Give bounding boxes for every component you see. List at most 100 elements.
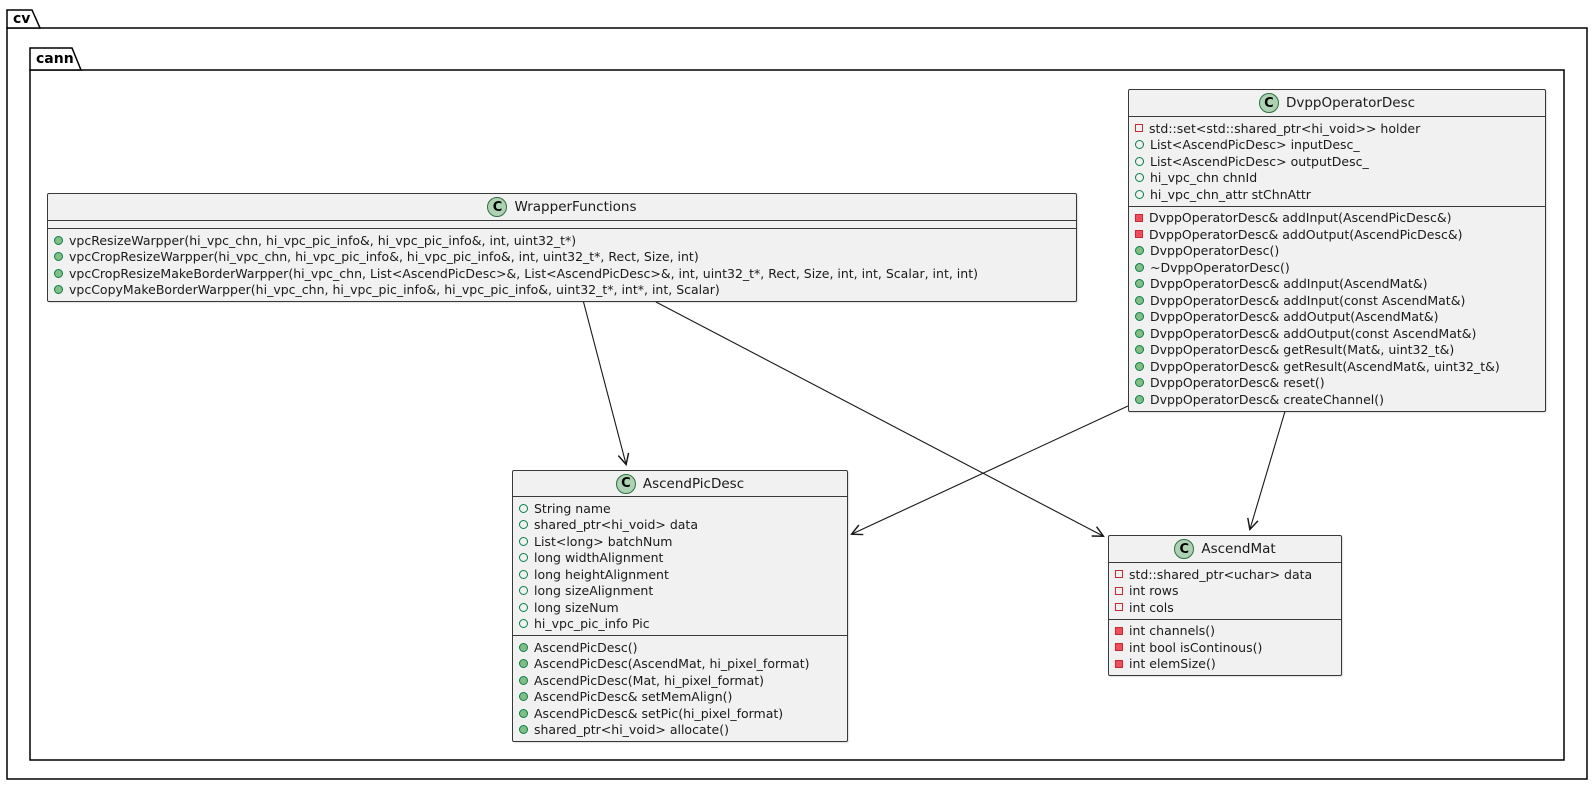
public-method-icon (519, 675, 528, 685)
methods-compartment: vpcResizeWarpper(hi_vpc_chn, hi_vpc_pic_… (48, 228, 1076, 301)
public-field-icon (1135, 173, 1144, 183)
member-row: shared_ptr<hi_void> allocate() (519, 722, 841, 739)
public-method-icon (1135, 279, 1144, 289)
class-title-text: WrapperFunctions (514, 199, 637, 215)
public-field-icon (519, 569, 528, 579)
public-method-icon (1135, 295, 1144, 305)
member-row: long widthAlignment (519, 550, 841, 567)
methods-compartment: AscendPicDesc()AscendPicDesc(AscendMat, … (513, 635, 847, 741)
member-text: long heightAlignment (534, 566, 669, 582)
member-text: vpcCropResizeWarpper(hi_vpc_chn, hi_vpc_… (69, 249, 699, 265)
member-row: std::set<std::shared_ptr<hi_void>> holde… (1135, 120, 1539, 137)
fields-compartment (48, 220, 1076, 228)
member-text: long widthAlignment (534, 550, 664, 566)
member-text: int channels() (1129, 623, 1215, 639)
member-row: AscendPicDesc() (519, 639, 841, 656)
member-text: DvppOperatorDesc& addInput(AscendPicDesc… (1149, 210, 1452, 226)
member-text: List<AscendPicDesc> inputDesc_ (1150, 137, 1360, 153)
private-field-icon (1115, 603, 1123, 612)
public-method-icon (1135, 328, 1144, 338)
member-row: AscendPicDesc& setPic(hi_pixel_format) (519, 705, 841, 722)
member-row: int channels() (1115, 623, 1335, 640)
member-row: DvppOperatorDesc& addOutput(const Ascend… (1135, 325, 1539, 342)
member-row: AscendPicDesc(Mat, hi_pixel_format) (519, 672, 841, 689)
member-row: hi_vpc_chn_attr stChnAttr (1135, 186, 1539, 203)
public-field-icon (1135, 156, 1144, 166)
member-row: DvppOperatorDesc& getResult(Mat&, uint32… (1135, 342, 1539, 359)
member-text: DvppOperatorDesc& addOutput(AscendMat&) (1150, 309, 1439, 325)
member-text: hi_vpc_pic_info Pic (534, 616, 650, 632)
public-method-icon (519, 708, 528, 718)
class-icon: C (615, 473, 636, 494)
package-cv-tab (6, 9, 42, 29)
member-text: DvppOperatorDesc& createChannel() (1150, 391, 1385, 407)
member-row: vpcResizeWarpper(hi_vpc_chn, hi_vpc_pic_… (54, 232, 1070, 249)
arrow-wrapperfunctions-to-ascendmat (655, 301, 1103, 536)
member-row: List<long> batchNum (519, 533, 841, 550)
member-row: String name (519, 500, 841, 517)
public-field-icon (519, 503, 528, 513)
public-method-icon (1135, 312, 1144, 322)
member-row: DvppOperatorDesc& addInput(AscendMat&) (1135, 276, 1539, 293)
member-row: DvppOperatorDesc& addOutput(AscendMat&) (1135, 309, 1539, 326)
member-row: DvppOperatorDesc& createChannel() (1135, 391, 1539, 408)
member-text: String name (534, 500, 611, 516)
class-title-text: DvppOperatorDesc (1285, 95, 1416, 111)
member-text: DvppOperatorDesc() (1150, 243, 1280, 259)
member-text: shared_ptr<hi_void> data (534, 517, 698, 533)
member-row: List<AscendPicDesc> outputDesc_ (1135, 153, 1539, 170)
public-method-icon (1135, 246, 1144, 256)
member-row: List<AscendPicDesc> inputDesc_ (1135, 137, 1539, 154)
fields-compartment: std::set<std::shared_ptr<hi_void>> holde… (1129, 116, 1545, 206)
member-text: AscendPicDesc() (534, 639, 638, 655)
public-method-icon (54, 268, 63, 278)
package-cann-label: cann (36, 51, 74, 67)
package-cann-tab (29, 47, 83, 71)
private-field-icon (1115, 570, 1123, 579)
class-icon: C (1258, 93, 1279, 113)
member-text: std::shared_ptr<uchar> data (1129, 566, 1313, 582)
member-row: vpcCropResizeMakeBorderWarpper(hi_vpc_ch… (54, 265, 1070, 282)
member-row: AscendPicDesc& setMemAlign() (519, 689, 841, 706)
member-text: ~DvppOperatorDesc() (1150, 259, 1290, 275)
member-row: ~DvppOperatorDesc() (1135, 259, 1539, 276)
public-field-icon (1135, 189, 1144, 199)
public-method-icon (54, 252, 63, 262)
public-method-icon (1135, 262, 1144, 272)
public-method-icon (1135, 394, 1144, 404)
member-row: DvppOperatorDesc() (1135, 243, 1539, 260)
public-method-icon (1135, 345, 1144, 355)
public-method-icon (1135, 361, 1144, 371)
public-field-icon (519, 536, 528, 546)
member-text: DvppOperatorDesc& addOutput(AscendPicDes… (1149, 226, 1463, 242)
member-row: vpcCropResizeWarpper(hi_vpc_chn, hi_vpc_… (54, 249, 1070, 266)
member-row: vpcCopyMakeBorderWarpper(hi_vpc_chn, hi_… (54, 282, 1070, 299)
private-method-icon (1135, 213, 1143, 222)
arrow-dvppoperatordesc-to-ascendmat (1250, 407, 1287, 529)
class-title-text: AscendMat (1201, 541, 1276, 557)
member-text: List<long> batchNum (534, 533, 673, 549)
class-title-text: AscendPicDesc (642, 475, 745, 492)
member-row: hi_vpc_chn chnId (1135, 170, 1539, 187)
member-text: AscendPicDesc(AscendMat, hi_pixel_format… (534, 656, 810, 672)
member-text: DvppOperatorDesc& addInput(const AscendM… (1150, 292, 1466, 308)
member-text: AscendPicDesc& setPic(hi_pixel_format) (534, 705, 784, 721)
member-text: int rows (1129, 583, 1179, 599)
package-cv-label: cv (13, 11, 31, 27)
member-text: long sizeAlignment (534, 583, 654, 599)
arrow-wrapperfunctions-to-ascendpicdesc (582, 299, 626, 464)
member-row: int elemSize() (1115, 656, 1335, 673)
member-row: int bool isContinous() (1115, 639, 1335, 656)
member-text: hi_vpc_chn chnId (1150, 170, 1258, 186)
member-text: DvppOperatorDesc& getResult(Mat&, uint32… (1150, 342, 1455, 358)
class-icon: C (1174, 539, 1195, 559)
member-text: AscendPicDesc& setMemAlign() (534, 689, 733, 705)
member-row: hi_vpc_pic_info Pic (519, 616, 841, 633)
public-method-icon (1135, 378, 1144, 388)
member-text: vpcResizeWarpper(hi_vpc_chn, hi_vpc_pic_… (69, 232, 577, 248)
member-text: DvppOperatorDesc& reset() (1150, 375, 1325, 391)
